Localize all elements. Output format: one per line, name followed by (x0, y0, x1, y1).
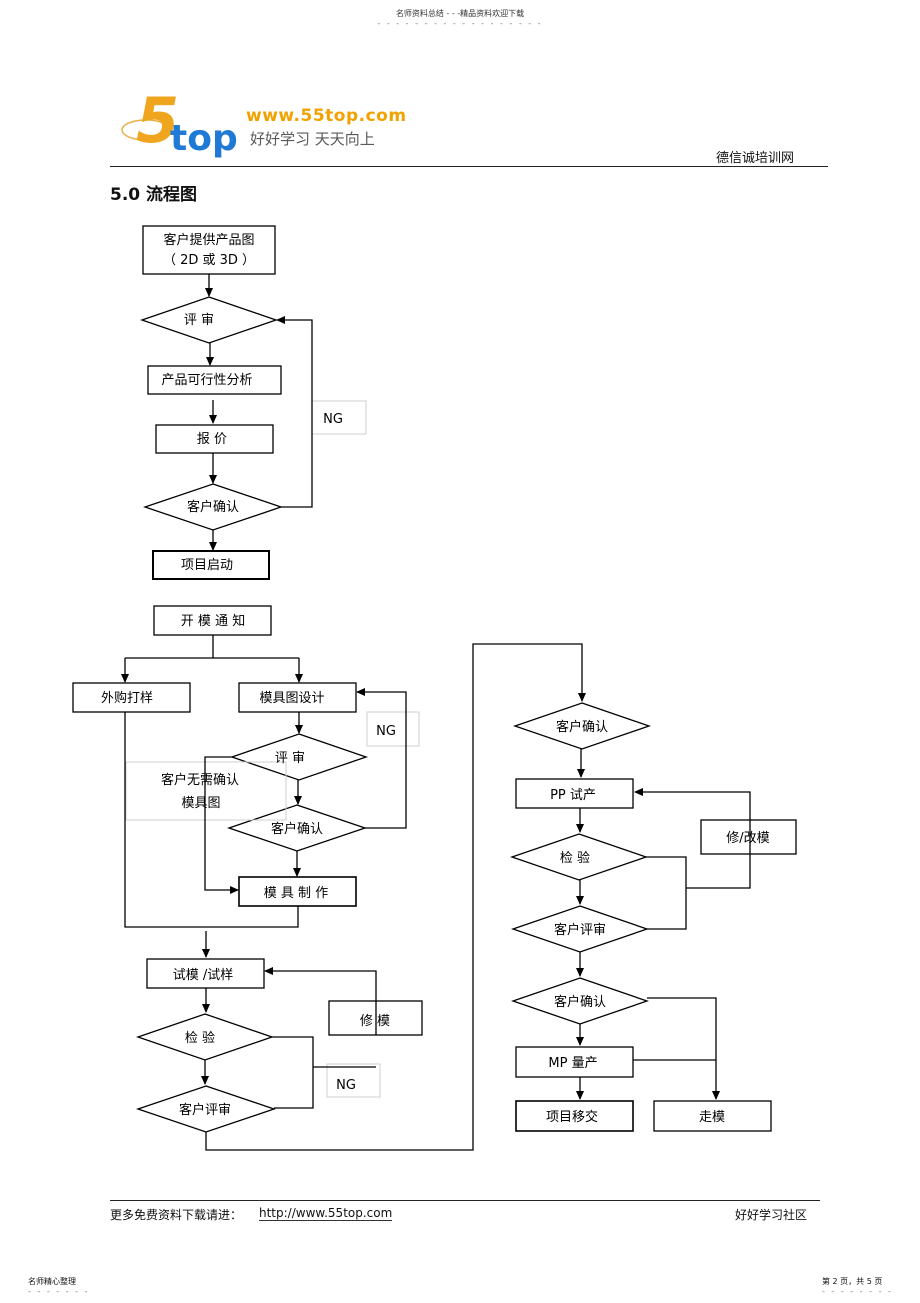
bottom-left-dots: - - - - - - - (28, 1287, 90, 1296)
project-handover-box (515, 1100, 634, 1132)
customer-confirm-label-3: 客户确认 (556, 719, 608, 735)
mold-exit-box (653, 1100, 772, 1132)
customer-confirm-diamond-3 (512, 702, 652, 750)
feasibility-label: 产品可行性分析 (161, 373, 252, 388)
outsourced-sample-label: 外购打样 (101, 690, 153, 706)
review-diamond-1 (139, 296, 279, 344)
customer-review-label-1: 客户评审 (179, 1102, 231, 1118)
customer-confirm-label-2: 客户确认 (271, 821, 323, 837)
mold-notice-label: 开 模 通 知 (181, 613, 245, 629)
bottom-left-note: 名师精心整理 - - - - - - - (28, 1276, 89, 1296)
page-top-note: 名师资料总结 - - -精品资料欢迎下载 - - - - - - - - - -… (0, 8, 920, 28)
footer-link[interactable]: http://www.55top.com (259, 1206, 393, 1221)
inspection-label-1: 检 验 (185, 1030, 215, 1046)
footer-rule (110, 1200, 820, 1201)
mold-design-box (238, 682, 357, 713)
note-line1: 客户无需确认 (161, 772, 239, 788)
inspection-label-2: 检 验 (560, 850, 590, 866)
customer-confirm-label-4: 客户确认 (554, 994, 606, 1010)
logo-slogan: 好好学习 天天向上 (250, 130, 375, 148)
review-diamond-2 (229, 733, 369, 781)
ng-box-2 (366, 711, 420, 747)
customer-drawing-line2: （ 2D 或 3D ） (163, 253, 255, 268)
project-start-box (152, 550, 270, 580)
repair-mold-label: 修 模 (360, 1014, 390, 1029)
page-number-text: 第 2 页，共 5 页 (822, 1277, 883, 1286)
logo-url: www.55top.com (246, 106, 407, 126)
ng-box-1 (311, 400, 367, 435)
mp-production-box (515, 1046, 634, 1078)
mold-making-label: 模 具 制 作 (264, 886, 328, 901)
bottom-right-dots: - - - - - - - - (822, 1287, 893, 1296)
review-label-2: 评 审 (275, 751, 305, 766)
pp-trial-box (515, 778, 634, 809)
top-note-text: 名师资料总结 - - -精品资料欢迎下载 (395, 9, 525, 18)
bottom-left-text: 名师精心整理 (28, 1277, 76, 1286)
trial-mold-label: 试模 /试样 (173, 968, 234, 983)
quote-label: 报 价 (197, 432, 227, 447)
outsourced-sample-box (72, 682, 191, 713)
footer-right-text: 好好学习社区 (735, 1208, 808, 1222)
modify-mold-box (700, 819, 797, 855)
logo-graphic: 5 top (121, 84, 238, 159)
customer-confirm-label-1: 客户确认 (187, 499, 239, 515)
quote-box (155, 424, 274, 454)
inspection-diamond-2 (509, 833, 649, 881)
note-line2: 模具图 (181, 796, 220, 811)
trial-mold-box (146, 958, 265, 989)
logo-digit: 5 (136, 84, 179, 157)
logo-swirl (121, 119, 171, 141)
top-note-dots: - - - - - - - - - - - - - - - - - - (377, 19, 543, 28)
ng-label-3: NG (336, 1078, 356, 1093)
ng-box-3 (326, 1063, 381, 1098)
footer-text: 更多免费资料下载请进： (110, 1208, 243, 1222)
project-start-label: 项目启动 (181, 558, 233, 573)
header-rule (110, 166, 828, 167)
org-name: 德信诚培训网 (716, 151, 795, 166)
section-title: 5.0 流程图 (110, 185, 198, 205)
note-box (125, 761, 287, 821)
project-handover-label: 项目移交 (546, 1109, 598, 1125)
mold-notice-box (153, 605, 272, 636)
customer-review-label-2: 客户评审 (554, 922, 606, 938)
feasibility-box (147, 365, 282, 395)
customer-drawing-line1: 客户提供产品图 (163, 232, 254, 248)
page-number: 第 2 页，共 5 页 - - - - - - - - (822, 1276, 893, 1296)
pp-trial-label: PP 试产 (550, 788, 596, 803)
mp-production-label: MP 量产 (548, 1056, 597, 1071)
mold-exit-label: 走模 (699, 1110, 725, 1125)
review-label-1: 评 审 (184, 313, 214, 328)
ng-label-2: NG (376, 724, 396, 739)
mold-design-label: 模具图设计 (259, 691, 324, 706)
logo-word: top (170, 118, 238, 159)
modify-mold-label: 修/改模 (726, 831, 769, 846)
ng-label-1: NG (323, 412, 343, 427)
customer-drawing-box (142, 225, 276, 275)
